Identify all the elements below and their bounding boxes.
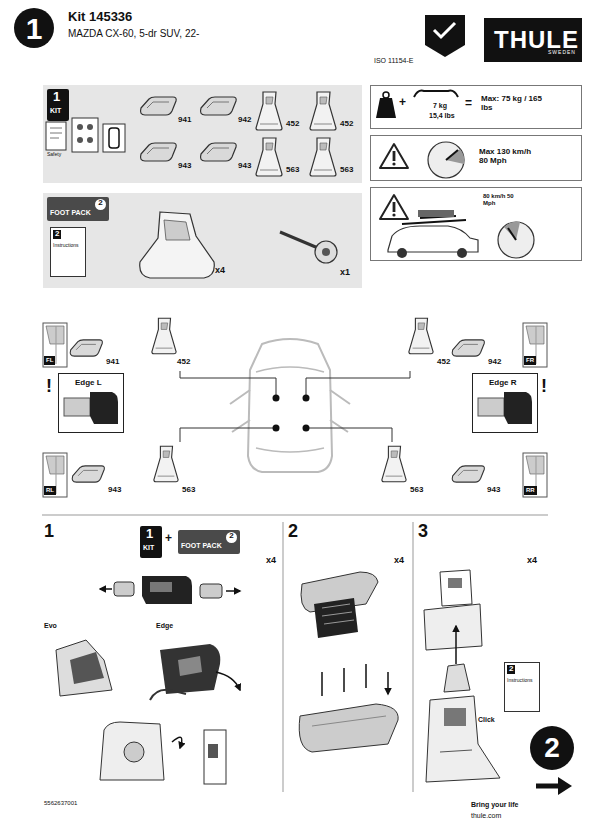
node-text: 80 km/h 50 Mph: [483, 193, 523, 206]
vehicle-model: MAZDA CX-60, 5-dr SUV, 22-: [68, 28, 199, 39]
node-text: 7 kg: [433, 102, 447, 110]
variant-name: Edge: [156, 622, 173, 630]
node-text: 1: [26, 12, 43, 45]
position-tag: RR: [524, 486, 537, 495]
node-text: 2: [288, 522, 298, 542]
part-number: 563: [286, 166, 299, 175]
part-number: 943: [487, 486, 500, 495]
slogan: Bring your life: [471, 801, 518, 809]
quantity: x1: [340, 268, 350, 278]
plus-sign: +: [165, 532, 172, 545]
part-number: 943: [238, 162, 251, 171]
quantity: x4: [394, 556, 404, 566]
part-number: 563: [340, 166, 353, 175]
position-tag: RL: [44, 486, 56, 495]
part-number: 452: [177, 358, 190, 367]
variant-name: Evo: [44, 622, 57, 630]
speed-warning-box: Max 130 km/h 80 Mph: [370, 135, 582, 181]
position-tag: FR: [524, 356, 536, 365]
step-panel: 11KIT2FOOT PACK: [42, 522, 282, 792]
node-text: Max: 75 kg / 165 lbs: [481, 95, 543, 113]
node-text: FOOT PACK: [181, 542, 222, 550]
warning-mark: !: [46, 377, 52, 397]
standard-code: ISO 11154-E: [374, 57, 413, 65]
part-number: 563: [182, 486, 195, 495]
node-text: Edge R: [489, 379, 517, 388]
node-text: 1: [146, 527, 153, 541]
part-number: 943: [178, 162, 191, 171]
node-text: 2: [507, 665, 515, 674]
quantity: x4: [527, 556, 537, 566]
document-number: 5562637001: [44, 800, 77, 807]
step-panel: 2: [286, 522, 410, 792]
node-text: 2: [53, 230, 61, 239]
node-text: 1: [53, 90, 60, 104]
click-note: Click: [478, 716, 495, 724]
node-text: FOOT PACK: [50, 209, 91, 217]
warning-mark: !: [541, 377, 547, 397]
node-text: Instructions: [53, 243, 79, 249]
part-number: 941: [106, 358, 119, 367]
node-text: Instructions: [507, 678, 533, 684]
sheet-number: 1: [14, 8, 54, 48]
part-number: 452: [340, 120, 353, 129]
quantity: x4: [266, 556, 276, 566]
edge-left-box: Edge L: [58, 373, 124, 433]
part-number: 942: [238, 116, 251, 125]
node-text: 2: [95, 199, 106, 210]
website: thule.com: [471, 812, 501, 820]
booklet-title: Safety: [47, 152, 61, 158]
kit-badge: 1KIT: [47, 89, 69, 121]
part-number: 452: [286, 120, 299, 129]
node-text: KIT: [143, 544, 154, 552]
node-text: KIT: [50, 107, 61, 115]
part-number: 452: [437, 358, 450, 367]
foot-pack-badge: 2FOOT PACK: [47, 197, 109, 221]
kit-number: Kit 145336: [68, 10, 132, 24]
node-text: 15,4 lbs: [429, 112, 455, 120]
node-text: 2: [226, 532, 237, 543]
node-text: 1: [44, 522, 54, 542]
node-text: 2: [544, 733, 560, 764]
plus-sign: +: [399, 96, 406, 109]
position-tag: FL: [44, 356, 55, 365]
next-sheet-number: 2: [530, 726, 574, 770]
part-number: 941: [178, 116, 191, 125]
part-number: 942: [488, 358, 501, 367]
part-number: 563: [410, 486, 423, 495]
foot-pack-badge: 2FOOT PACK: [178, 530, 240, 554]
node-text: Max 130 km/h 80 Mph: [479, 148, 537, 166]
node-text: Edge L: [75, 379, 102, 388]
instruction-booklet: 2Instructions: [504, 662, 540, 712]
equals-sign: =: [465, 97, 472, 110]
quantity: x4: [215, 266, 225, 276]
kit-badge: 1KIT: [140, 526, 162, 558]
brand-origin: SWEDEN: [548, 50, 576, 56]
node-text: 3: [418, 522, 428, 542]
edge-right-box: Edge R: [472, 373, 538, 433]
part-number: 943: [108, 486, 121, 495]
instruction-booklet: 2Instructions: [50, 227, 86, 277]
loaded-speed-box: 80 km/h 50 Mph: [370, 187, 582, 261]
